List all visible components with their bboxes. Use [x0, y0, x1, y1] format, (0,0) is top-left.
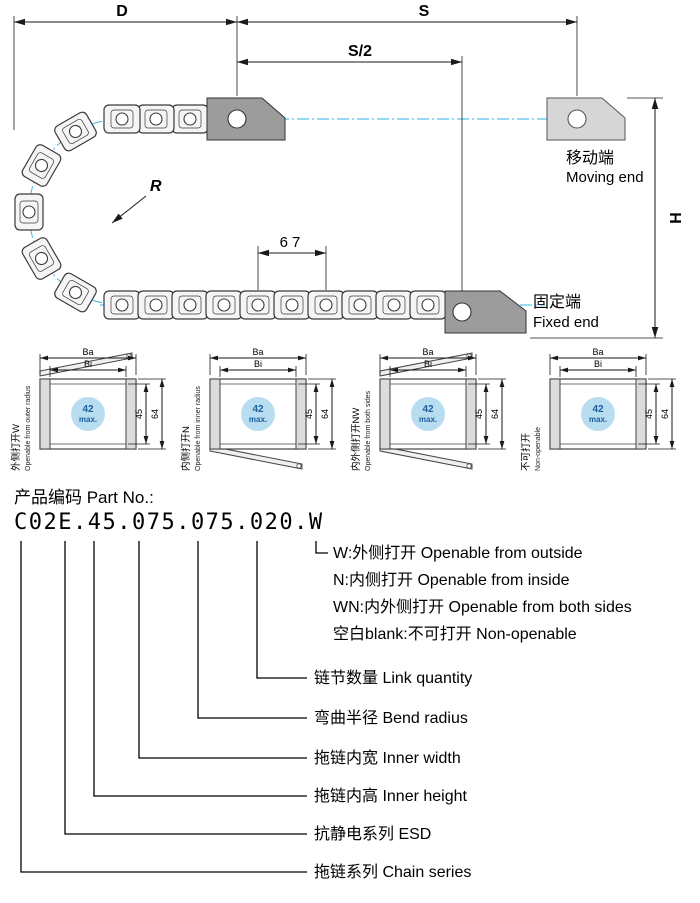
xsec-label-cn: 外侧打开W	[10, 424, 22, 471]
side-wall-right	[635, 378, 647, 450]
part-number-tree: W:外侧打开 Openable from outside N:内侧打开 Open…	[20, 541, 632, 881]
side-wall-left	[39, 378, 51, 450]
dim-bi: Bi	[254, 359, 262, 369]
moving-end-bracket	[206, 97, 286, 141]
side-wall-right	[465, 378, 477, 450]
xsec-dims	[379, 354, 506, 450]
legend-inner-height: 拖链内高 Inner height	[314, 787, 468, 805]
dim-d-label: D	[116, 3, 128, 20]
side-wall-right	[295, 378, 307, 450]
dim-ba: Ba	[82, 347, 93, 357]
dim-bi: Bi	[84, 359, 92, 369]
dimension-lines	[13, 16, 578, 300]
part-number-title: 产品编码 Part No.:	[14, 488, 154, 507]
xsec-openable-outer: 外侧打开W Openable from outer radius Ba Bi 4…	[10, 347, 166, 471]
legend-chain-series: 拖链系列 Chain series	[314, 863, 471, 881]
fixed-end-bracket	[444, 290, 527, 334]
xsec-label-cn: 内外侧打开NW	[350, 408, 362, 471]
option-n: N:内侧打开 Openable from inside	[333, 571, 570, 589]
h-dimension	[530, 97, 663, 339]
side-wall-right	[125, 378, 137, 450]
xsec-label-en: Openable from inner radius	[195, 386, 202, 471]
dim-ba: Ba	[592, 347, 603, 357]
max-diameter-circle	[581, 397, 615, 431]
dim-45: 45	[644, 409, 654, 419]
max-label: max.	[249, 415, 267, 424]
dim-r-label: R	[150, 178, 162, 195]
option-w: W:外侧打开 Openable from outside	[333, 544, 583, 562]
fixed-end-label-en: Fixed end	[533, 314, 599, 331]
max-diameter-circle	[411, 397, 445, 431]
dim-s-label: S	[419, 3, 430, 20]
xsec-label-en: Openable from both sides	[365, 390, 372, 471]
lid-hinge	[466, 463, 472, 469]
max-value: 42	[82, 404, 94, 415]
dim-s-half-label: S/2	[348, 43, 372, 60]
r-leader-line	[111, 195, 147, 224]
xsec-label-cn: 不可打开	[520, 432, 532, 471]
xsec-dims	[549, 354, 676, 450]
dim-64: 64	[320, 409, 330, 419]
option-wn: WN:内外侧打开 Openable from both sides	[333, 598, 632, 616]
dim-ba: Ba	[252, 347, 263, 357]
moving-end-bracket-ghost	[546, 97, 626, 141]
legend-esd: 抗静电系列 ESD	[314, 825, 431, 843]
option-blank: 空白blank:不可打开 Non-openable	[333, 625, 577, 643]
dim-h-label: H	[666, 212, 683, 224]
legend-bend-radius: 弯曲半径 Bend radius	[314, 709, 468, 727]
max-value: 42	[252, 404, 264, 415]
xsec-non-openable: 不可打开 Non-openable Ba Bi 45 64 42 max.	[520, 347, 676, 471]
dim-64: 64	[150, 409, 160, 419]
dim-64: 64	[490, 409, 500, 419]
dim-bi: Bi	[424, 359, 432, 369]
side-wall-left	[549, 378, 561, 450]
dim-45: 45	[304, 409, 314, 419]
dim-45: 45	[474, 409, 484, 419]
legend-link-quantity: 链节数量 Link quantity	[314, 669, 472, 687]
lid-hinge	[296, 463, 302, 469]
xsec-dims	[39, 354, 166, 450]
side-wall-left	[209, 378, 221, 450]
chain-drawing: D S S/2 R	[13, 3, 683, 339]
xsec-label-cn: 内侧打开N	[180, 426, 192, 471]
dim-pitch-label: 67	[280, 234, 305, 251]
max-value: 42	[592, 404, 604, 415]
tree-lines	[20, 541, 328, 873]
side-wall-left	[379, 378, 391, 450]
xsec-dims	[209, 354, 336, 450]
max-value: 42	[422, 404, 434, 415]
xsec-openable-inner: 内侧打开N Openable from inner radius Ba Bi 4…	[180, 347, 336, 471]
dim-64: 64	[660, 409, 670, 419]
cross-section-row: 外侧打开W Openable from outer radius Ba Bi 4…	[0, 345, 700, 473]
section-frame	[209, 378, 307, 450]
max-diameter-circle	[241, 397, 275, 431]
max-label: max.	[419, 415, 437, 424]
legend-inner-width: 拖链内宽 Inner width	[314, 749, 461, 767]
dim-45: 45	[134, 409, 144, 419]
centerlines	[28, 118, 590, 306]
dim-ba: Ba	[422, 347, 433, 357]
pitch-dimension	[257, 246, 327, 290]
xsec-label-en: Openable from outer radius	[25, 385, 32, 471]
fixed-end-label-cn: 固定端	[533, 293, 581, 311]
max-label: max.	[79, 415, 97, 424]
moving-end-label-cn: 移动端	[566, 149, 614, 167]
xsec-label-en: Non-openable	[535, 427, 542, 471]
max-label: max.	[589, 415, 607, 424]
max-diameter-circle	[71, 397, 105, 431]
part-number-code: C02E.45.075.075.020.W	[14, 510, 324, 535]
dim-bi: Bi	[594, 359, 602, 369]
moving-end-label-en: Moving end	[566, 169, 644, 186]
xsec-openable-both: 内外侧打开NW Openable from both sides Ba Bi 4…	[350, 347, 506, 471]
